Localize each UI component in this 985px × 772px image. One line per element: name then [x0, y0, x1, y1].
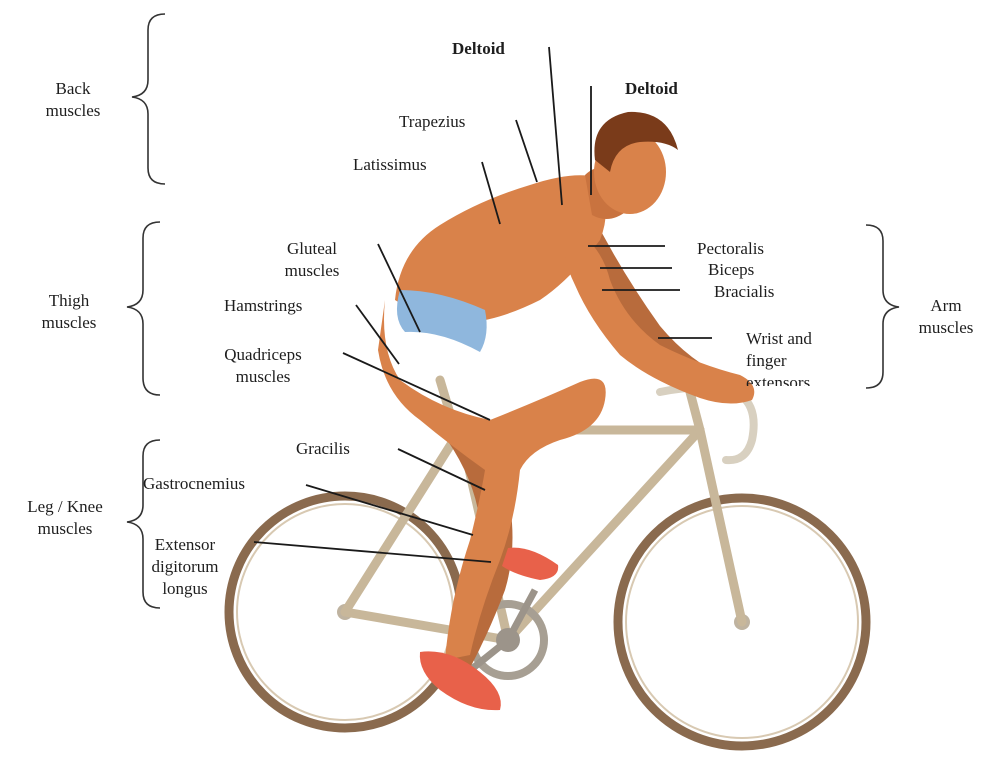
arm-muscles-brace	[866, 225, 899, 388]
group-label-thigh-muscles: Thigh muscles	[14, 290, 124, 334]
label-deltoid-1: Deltoid	[452, 38, 505, 60]
label-pectoralis: Pectoralis	[697, 238, 764, 260]
label-deltoid-2: Deltoid	[625, 78, 678, 100]
label-latissimus: Latissimus	[353, 154, 427, 184]
rear-shoe	[502, 548, 558, 580]
label-gastrocnemius: Gastrocnemius	[143, 473, 245, 495]
leader-extensor	[254, 542, 491, 562]
label-wrist-and-finger-extensors: Wrist and finger extensors	[746, 328, 812, 386]
group-label-leg-knee-muscles: Leg / Knee muscles	[5, 496, 125, 540]
leader-gastrocnemius	[306, 485, 473, 535]
label-quadriceps-muscles: Quadriceps muscles	[207, 344, 319, 388]
label-hamstrings: Hamstrings	[224, 295, 302, 317]
thigh-muscles-brace	[127, 222, 160, 395]
group-label-text: Arm muscles	[919, 296, 974, 337]
front-shoe	[420, 651, 501, 710]
label-extensor-digitorum-longus: Extensor digitorum longus	[143, 534, 227, 600]
group-label-text: Thigh muscles	[42, 291, 97, 332]
group-label-back-muscles: Back muscles	[18, 78, 128, 122]
leader-trapezius	[516, 120, 537, 182]
label-gracilis: Gracilis	[296, 438, 350, 460]
leader-hamstrings	[356, 305, 399, 364]
back-muscles-brace	[132, 14, 165, 184]
label-trapezius: Trapezius	[399, 111, 465, 133]
label-bracialis: Bracialis	[714, 281, 774, 303]
group-label-text: Leg / Knee muscles	[27, 497, 103, 538]
label-gluteal-muscles: Gluteal muscles	[272, 238, 352, 282]
group-label-text: Back muscles	[46, 79, 101, 120]
group-label-arm-muscles: Arm muscles	[906, 295, 985, 339]
label-biceps: Biceps	[708, 259, 754, 281]
